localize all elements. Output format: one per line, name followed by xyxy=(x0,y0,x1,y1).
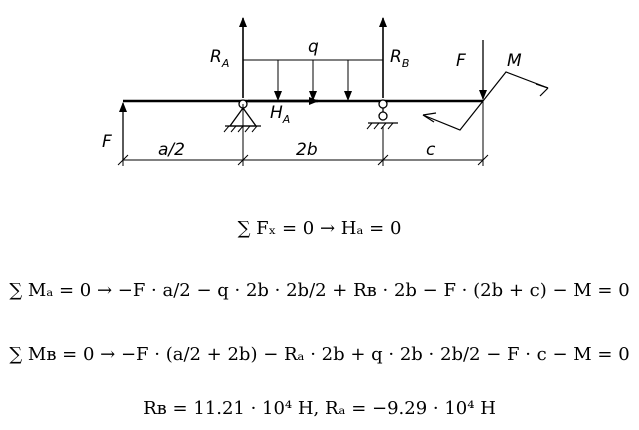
distributed-load-q xyxy=(243,59,383,101)
equations-block: ∑ Fₓ = 0 → Hₐ = 0 ∑ Mₐ = 0 → −F · a/2 − … xyxy=(0,196,639,430)
moment-m-symbol xyxy=(422,71,549,131)
beam-diagram: RA q RB HA F F M a/2 2b c xyxy=(102,17,549,166)
equation-sum-fx: ∑ Fₓ = 0 → Hₐ = 0 xyxy=(237,218,402,239)
equation-sum-ma: ∑ Mₐ = 0 → −F · a/2 − q · 2b · 2b/2 + Rʙ… xyxy=(9,280,630,301)
dimension-2b: 2b xyxy=(296,140,318,160)
label-q: q xyxy=(308,37,319,57)
label-rb: RB xyxy=(390,47,409,70)
equation-results: Rʙ = 11.21 · 10⁴ H, Rₐ = −9.29 · 10⁴ H xyxy=(143,398,496,419)
equation-sum-mb: ∑ Mʙ = 0 → −F · (a/2 + 2b) − Rₐ · 2b + q… xyxy=(9,344,630,365)
label-ha: HA xyxy=(270,103,290,126)
dimension-a2: a/2 xyxy=(158,140,185,160)
label-f-right: F xyxy=(456,51,466,71)
support-b-roller xyxy=(366,99,398,130)
label-ra: RA xyxy=(210,47,229,70)
label-f-left: F xyxy=(102,132,112,152)
dimension-line xyxy=(117,101,489,166)
dimension-c: c xyxy=(426,140,436,160)
label-m: M xyxy=(507,51,522,71)
